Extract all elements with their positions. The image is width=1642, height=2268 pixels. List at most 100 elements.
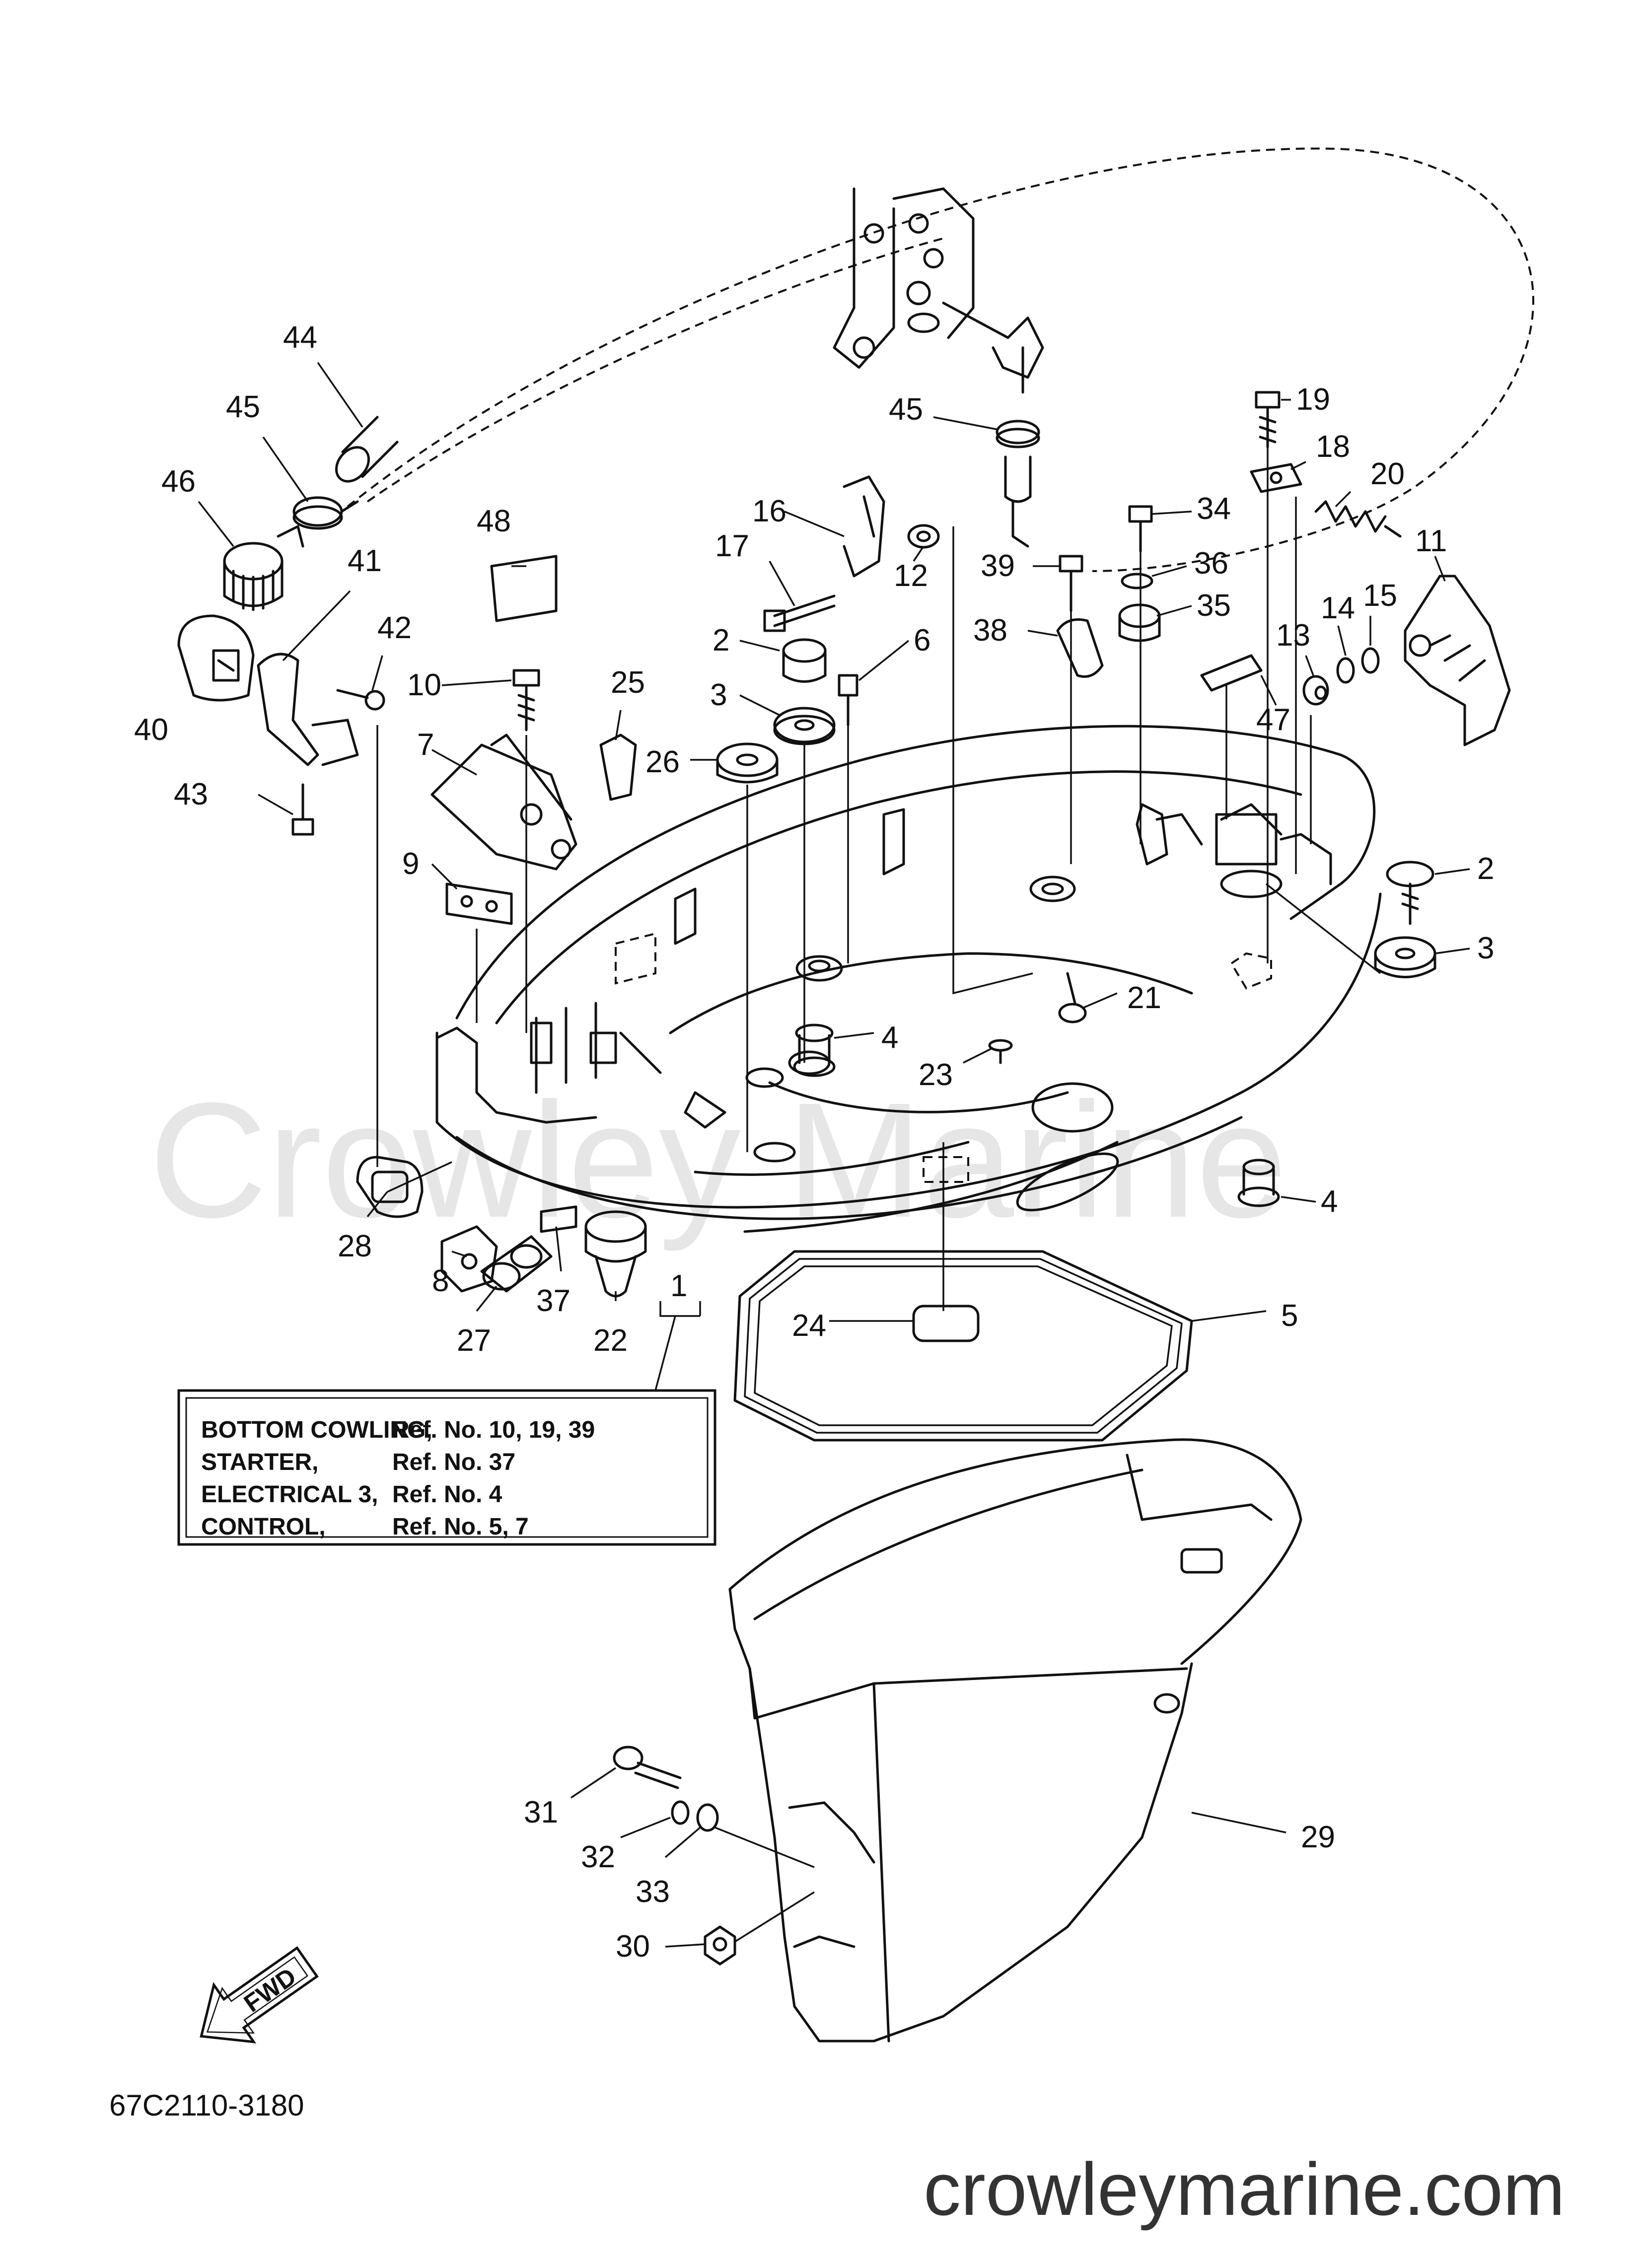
part-5-seal bbox=[733, 1250, 1193, 1442]
ref-row-2-name: STARTER, bbox=[201, 1449, 318, 1475]
ref-row-1-name: BOTTOM COWLING, bbox=[201, 1417, 432, 1443]
label-10: 10 bbox=[407, 668, 441, 702]
label-20: 20 bbox=[1370, 457, 1405, 491]
part-36-washer bbox=[1121, 573, 1153, 589]
part-45-clamp-right bbox=[996, 420, 1040, 548]
label-4b: 4 bbox=[1321, 1184, 1338, 1219]
label-15: 15 bbox=[1363, 579, 1397, 613]
website-label: crowleymarine.com bbox=[924, 2147, 1565, 2231]
label-12: 12 bbox=[894, 559, 928, 593]
part-24-pad bbox=[912, 1305, 980, 1342]
label-16: 16 bbox=[752, 494, 786, 528]
label-2b: 2 bbox=[1477, 852, 1494, 886]
part-1-bottom-cowling bbox=[435, 725, 1382, 1233]
part-44-hose bbox=[335, 416, 399, 483]
part-29-lower-cover bbox=[728, 1438, 1302, 2043]
label-44: 44 bbox=[283, 320, 317, 355]
label-22: 22 bbox=[593, 1323, 628, 1358]
part-20-spring bbox=[1314, 500, 1402, 538]
part-37-label bbox=[540, 1205, 577, 1233]
label-8: 8 bbox=[432, 1264, 449, 1298]
label-11: 11 bbox=[1415, 524, 1447, 558]
label-3b: 3 bbox=[1477, 931, 1494, 965]
label-29: 29 bbox=[1301, 1820, 1335, 1854]
label-26: 26 bbox=[645, 745, 680, 779]
part-25-clip bbox=[599, 733, 637, 801]
part-13-collar bbox=[1302, 675, 1329, 706]
label-40: 40 bbox=[134, 713, 168, 747]
reference-box: BOTTOM COWLING, Ref. No. 10, 19, 39 STAR… bbox=[177, 1389, 716, 1546]
label-45b: 45 bbox=[889, 392, 923, 427]
part-30-nut bbox=[704, 1925, 736, 1966]
part-14-washer bbox=[1336, 657, 1355, 684]
ref-row-2-ref: Ref. No. 37 bbox=[392, 1449, 515, 1475]
part-45-clamp-left bbox=[292, 496, 359, 530]
part-47-label bbox=[1200, 654, 1263, 692]
label-43: 43 bbox=[174, 777, 208, 811]
part-28-grommet bbox=[356, 1156, 424, 1218]
part-27-grommet bbox=[480, 1235, 553, 1293]
label-39: 39 bbox=[981, 549, 1015, 583]
label-47: 47 bbox=[1256, 703, 1290, 737]
part-7-cover bbox=[430, 733, 577, 871]
label-3a: 3 bbox=[710, 678, 727, 712]
part-4-collar-b bbox=[1237, 1159, 1280, 1207]
part-31-bolt bbox=[613, 1746, 682, 1789]
part-12-grommet bbox=[907, 524, 940, 549]
label-21: 21 bbox=[1127, 981, 1161, 1015]
label-42: 42 bbox=[377, 611, 412, 645]
label-28: 28 bbox=[338, 1229, 372, 1263]
label-24: 24 bbox=[792, 1309, 826, 1343]
part-8-block bbox=[440, 1225, 498, 1293]
part-26-grommet bbox=[716, 742, 779, 784]
part-35-grommet bbox=[1118, 603, 1161, 642]
label-35: 35 bbox=[1197, 588, 1231, 623]
label-18: 18 bbox=[1316, 430, 1350, 464]
part-34-bolt bbox=[1128, 505, 1153, 553]
label-7: 7 bbox=[417, 728, 434, 762]
part-18-plate bbox=[1250, 463, 1302, 493]
part-2-collar-b bbox=[1386, 861, 1434, 925]
ref-row-3-ref: Ref. No. 4 bbox=[392, 1481, 502, 1508]
label-32: 32 bbox=[581, 1840, 615, 1874]
part-43-bolt bbox=[291, 783, 314, 836]
fwd-arrow: FWD bbox=[200, 1946, 319, 2044]
label-2a: 2 bbox=[713, 623, 729, 658]
label-25: 25 bbox=[611, 665, 645, 700]
watermark: Crowley Marine bbox=[149, 1068, 1287, 1252]
part-2-collar-a bbox=[782, 638, 827, 683]
part-33-washer bbox=[696, 1803, 719, 1832]
part-23-rivet bbox=[988, 1039, 1013, 1064]
part-10-bolt bbox=[512, 669, 540, 732]
label-13: 13 bbox=[1276, 618, 1310, 653]
ref-row-1-ref: Ref. No. 10, 19, 39 bbox=[392, 1417, 595, 1443]
label-31: 31 bbox=[524, 1795, 558, 1829]
part-3-grommet-b bbox=[1374, 936, 1436, 978]
part-21-screw bbox=[1058, 972, 1087, 1024]
part-38-damper bbox=[1056, 618, 1104, 678]
label-45a: 45 bbox=[226, 390, 260, 424]
label-6: 6 bbox=[914, 623, 930, 658]
label-48: 48 bbox=[477, 504, 511, 538]
label-34: 34 bbox=[1197, 492, 1231, 526]
part-3-grommet-a bbox=[773, 707, 836, 745]
part-11-handle bbox=[1404, 575, 1511, 746]
part-39-bolt bbox=[1059, 555, 1083, 612]
ref-row-4-name: CONTROL, bbox=[201, 1514, 326, 1540]
part-6-bolt bbox=[838, 674, 858, 727]
label-23: 23 bbox=[919, 1058, 953, 1092]
label-30: 30 bbox=[616, 1929, 650, 1964]
part-17-bolt bbox=[763, 594, 836, 632]
label-19: 19 bbox=[1296, 382, 1330, 417]
label-4a: 4 bbox=[881, 1021, 898, 1055]
leader-lines bbox=[198, 362, 1470, 1948]
engine-fragment bbox=[833, 187, 1044, 394]
part-4-collar-a bbox=[793, 1024, 836, 1077]
part-9-damper bbox=[445, 882, 513, 925]
label-17: 17 bbox=[715, 529, 749, 563]
drawing-code: 67C2110-3180 bbox=[109, 2089, 304, 2122]
label-1: 1 bbox=[670, 1269, 687, 1303]
label-5: 5 bbox=[1281, 1299, 1298, 1333]
label-9: 9 bbox=[402, 847, 419, 881]
label-14: 14 bbox=[1321, 591, 1355, 625]
